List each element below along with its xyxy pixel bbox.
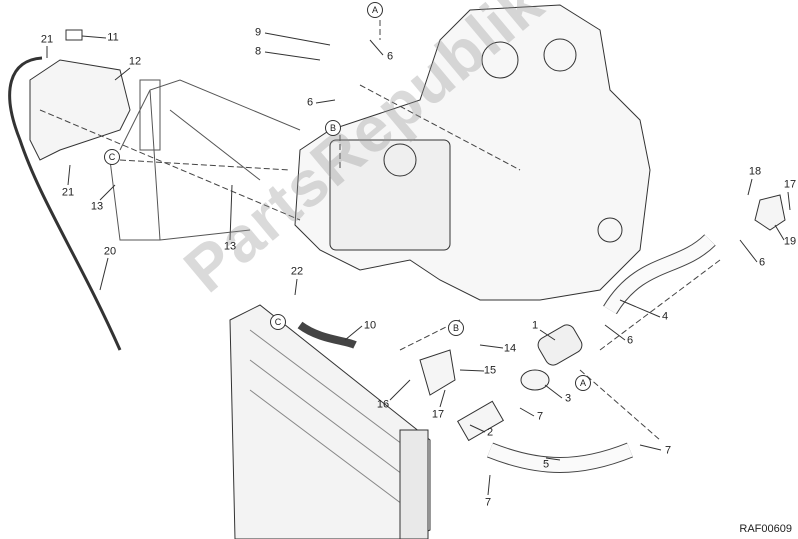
reference-marker: C [104,149,120,165]
hose-4-inner [603,234,715,314]
reference-marker: C [270,314,286,330]
reference-marker: A [367,2,383,18]
part-label: 13 [223,240,237,253]
part-label: 14 [503,342,517,355]
engine-outline [294,4,651,301]
part-label: 19 [783,235,797,248]
drawing-code: RAF00609 [739,523,792,535]
expansion-tank [29,29,131,161]
part-label: 9 [254,26,262,39]
part-label: 6 [758,256,766,269]
thermostat-1 [537,324,583,366]
part-label: 6 [626,334,634,347]
part-label: 2 [486,426,494,439]
part-label: 7 [664,444,672,457]
part-label: 17 [431,408,445,421]
hose-3 [520,369,550,391]
frame-outline [109,79,301,241]
part-label: 7 [536,410,544,423]
part-label: 7 [484,496,492,509]
part-label: 5 [542,458,550,471]
hose-10 [297,321,357,349]
part-label: 13 [90,200,104,213]
part-label: 6 [306,96,314,109]
part-label: 16 [376,398,390,411]
fitting-19 [754,194,786,231]
union-15 [419,349,456,396]
part-label: 11 [107,31,119,44]
part-label: 8 [254,45,262,58]
reference-marker: A [575,375,591,391]
part-label: 21 [40,33,54,46]
part-label: 10 [363,319,377,332]
hose-5-inner [487,443,633,472]
part-label: 15 [483,364,497,377]
part-label: 22 [290,265,304,278]
leader-lines [46,32,791,496]
part-label: 17 [783,178,797,191]
part-label: 18 [748,165,762,178]
hose-2 [456,400,505,442]
reference-marker: B [325,120,341,136]
overflow-hose [8,56,122,351]
part-label: 3 [564,392,572,405]
reference-lines [39,20,721,441]
reference-marker: B [448,320,464,336]
part-label: 20 [103,245,117,258]
part-label: 4 [661,310,669,323]
part-label: 21 [61,186,75,199]
radiator [229,304,431,539]
part-label: 12 [128,55,142,68]
part-label: 6 [386,50,394,63]
part-label: 1 [531,319,539,332]
